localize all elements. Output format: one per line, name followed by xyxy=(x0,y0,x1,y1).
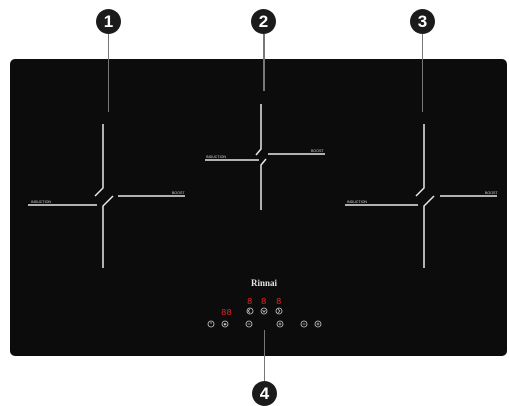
zone-center-induction-label: INDUCTION xyxy=(206,155,226,159)
timer-display: 88 xyxy=(221,308,232,318)
brand-logo: Rinnai xyxy=(251,278,278,288)
zone-center-boost-label: BOOST xyxy=(311,149,324,153)
callout-1: 1 xyxy=(96,9,121,34)
zone-right-boost-label: BOOST xyxy=(485,191,498,195)
minus-icon[interactable] xyxy=(245,320,253,328)
leader-line-2 xyxy=(263,34,265,91)
zone-left-boost-label: BOOST xyxy=(172,191,185,195)
zone-right-marker xyxy=(345,124,497,268)
timer-plus-icon[interactable] xyxy=(314,320,322,328)
timer-minus-icon[interactable] xyxy=(300,320,308,328)
power-icon[interactable] xyxy=(207,320,215,328)
callout-3: 3 xyxy=(410,9,435,34)
callout-4: 4 xyxy=(252,381,277,406)
zone-right-induction-label: INDUCTION xyxy=(347,200,367,204)
zone-left-select-icon[interactable] xyxy=(246,307,254,315)
zone-left-display: 8 xyxy=(247,297,252,307)
zone-center-select-icon[interactable] xyxy=(260,307,268,315)
leader-line-1 xyxy=(107,34,109,112)
zone-right-select-icon[interactable] xyxy=(275,307,283,315)
leader-line-4 xyxy=(263,330,265,381)
zone-center-display: 8 xyxy=(261,297,266,307)
zone-left-induction-label: INDUCTION xyxy=(31,200,51,204)
plus-icon[interactable] xyxy=(276,320,284,328)
zone-right-display: 8 xyxy=(276,297,281,307)
leader-line-3 xyxy=(421,34,423,112)
zone-center-marker xyxy=(205,104,325,210)
zone-left-marker xyxy=(28,124,185,268)
callout-2: 2 xyxy=(251,9,276,34)
lock-icon[interactable] xyxy=(221,320,229,328)
